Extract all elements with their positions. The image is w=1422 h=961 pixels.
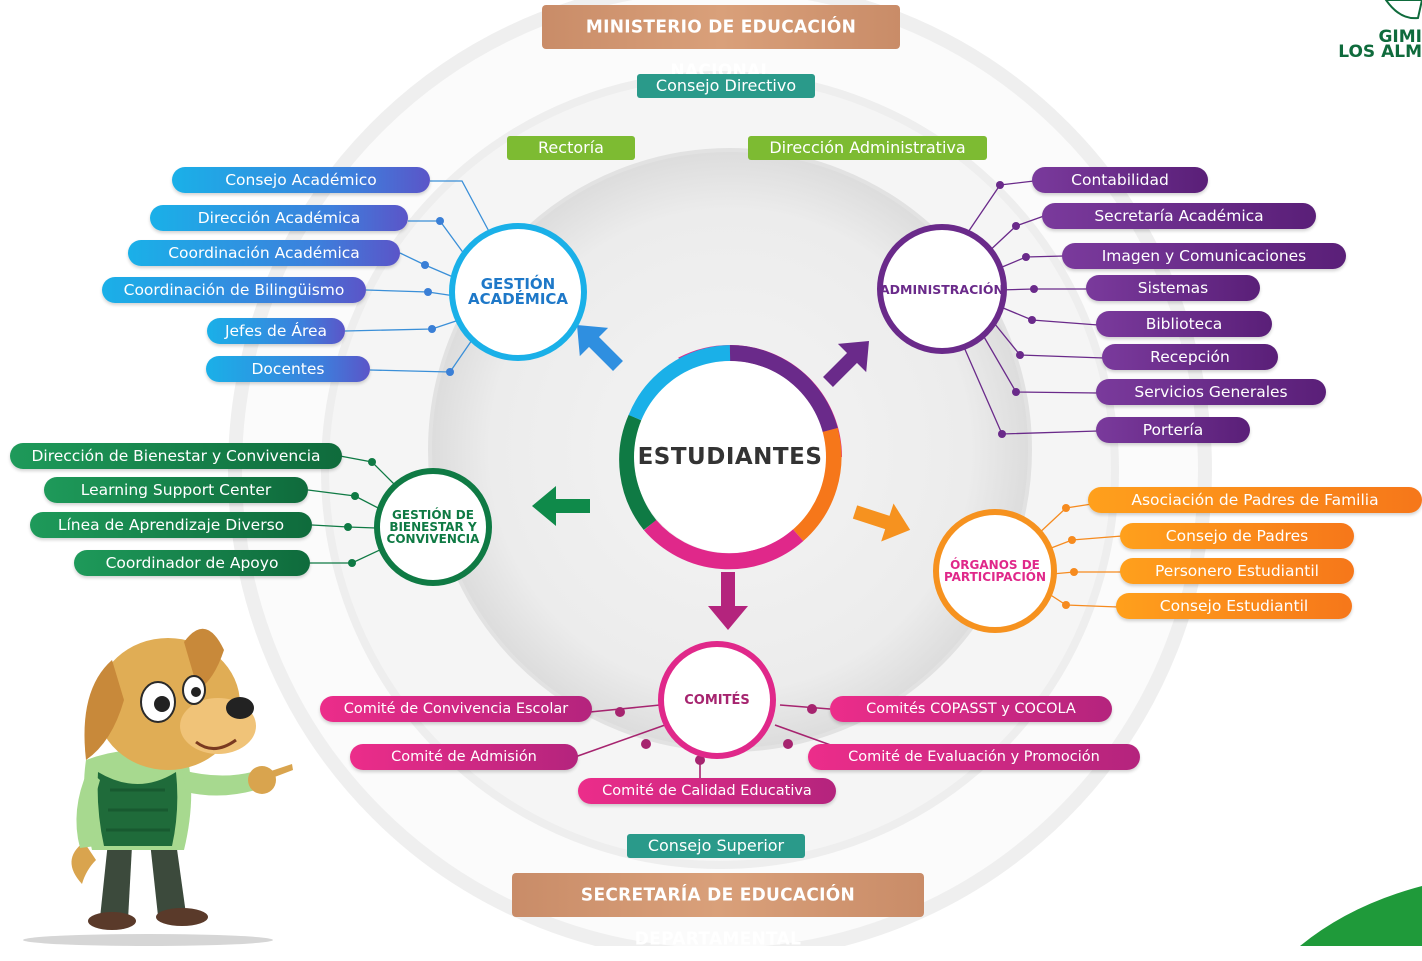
pill-comite-evaluacion: Comité de Evaluación y Promoción	[808, 744, 1140, 770]
pill-biblioteca: Biblioteca	[1096, 311, 1272, 337]
pill-linea-aprendizaje: Línea de Aprendizaje Diverso	[30, 512, 312, 538]
logo-line1: GIMI	[1378, 27, 1422, 47]
center-label: ESTUDIANTES	[637, 443, 823, 470]
hub-bienestar-label: GESTIÓN DE BIENESTAR Y CONVIVENCIA	[386, 508, 480, 546]
hub-ring-comites	[658, 641, 776, 759]
center-disc	[634, 361, 826, 553]
hub-organos-label: ÓRGANOS DE PARTICIPACIÓN	[943, 558, 1047, 584]
arrow-academica-icon	[576, 324, 623, 371]
hub-comites: COMITÉS	[664, 647, 770, 753]
hub-administracion-label: ADMINISTRACIÓN	[880, 281, 1004, 297]
consejo-superior-box: Consejo Superior	[627, 834, 805, 858]
pill-coordinador-apoyo: Coordinador de Apoyo	[74, 550, 310, 576]
arrow-administracion-icon	[823, 340, 870, 387]
pill-consejo-estudiantil: Consejo Estudiantil	[1116, 593, 1352, 619]
pill-direccion-bienestar: Dirección de Bienestar y Convivencia	[10, 443, 342, 469]
consejo-directivo-box: Consejo Directivo	[637, 74, 815, 98]
pill-consejo-academico: Consejo Académico	[172, 167, 430, 193]
hub-ring-academica	[449, 223, 587, 361]
hub-academica-label: GESTIÓN ACADÉMICA	[467, 275, 569, 308]
hub-ring-organos	[933, 509, 1057, 633]
pill-consejo-padres: Consejo de Padres	[1120, 523, 1354, 549]
pill-personero: Personero Estudiantil	[1120, 558, 1354, 584]
pill-comite-admision: Comité de Admisión	[350, 744, 578, 770]
hub-administracion: ADMINISTRACIÓN	[880, 232, 1004, 348]
pill-coordinacion-academica: Coordinación Académica	[128, 240, 400, 266]
center-estudiantes: ESTUDIANTES	[638, 377, 822, 537]
pill-sistemas: Sistemas	[1086, 275, 1260, 301]
center-ring	[618, 345, 842, 570]
pill-contabilidad: Contabilidad	[1032, 167, 1208, 193]
pill-comite-calidad: Comité de Calidad Educativa	[578, 778, 836, 804]
pill-imagen-comunicaciones: Imagen y Comunicaciones	[1062, 243, 1346, 269]
logo-line2: LOS ALM	[1338, 42, 1422, 62]
arrow-organos-icon	[852, 503, 911, 542]
corner-green-shape	[1300, 886, 1422, 946]
pill-porteria: Portería	[1096, 417, 1250, 443]
pill-coordinacion-bilinguismo: Coordinación de Bilingüismo	[102, 277, 366, 303]
hub-comites-label: COMITÉS	[684, 692, 750, 708]
hub-academica: GESTIÓN ACADÉMICA	[458, 232, 578, 352]
arrow-bienestar-icon	[532, 486, 590, 526]
hub-organos: ÓRGANOS DE PARTICIPACIÓN	[940, 516, 1050, 626]
pill-direccion-academica: Dirección Académica	[150, 205, 408, 231]
pill-servicios-generales: Servicios Generales	[1096, 379, 1326, 405]
pill-docentes: Docentes	[206, 356, 370, 382]
arrow-comites-icon	[708, 572, 748, 630]
rectoria-box: Rectoría	[507, 136, 635, 160]
pill-jefes-area: Jefes de Área	[207, 318, 345, 344]
hub-bienestar: GESTIÓN DE BIENESTAR Y CONVIVENCIA	[380, 474, 486, 580]
pill-secretaria-academica: Secretaría Académica	[1042, 203, 1316, 229]
pill-learning-support: Learning Support Center	[44, 477, 308, 503]
hub-ring-administracion	[877, 224, 1007, 354]
pill-recepcion: Recepción	[1102, 344, 1278, 370]
school-logo: GIMI LOS ALM	[1332, 0, 1422, 80]
pill-asociacion-padres: Asociación de Padres de Familia	[1088, 487, 1422, 513]
bottom-banner: SECRETARÍA DE EDUCACIÓN DEPARTAMENTAL	[512, 872, 924, 950]
logo-leaf-icon	[1384, 0, 1422, 20]
dog-mascot-illustration	[23, 628, 293, 946]
hub-ring-bienestar	[374, 468, 492, 586]
pill-comite-convivencia: Comité de Convivencia Escolar	[320, 696, 592, 722]
pill-comites-copasst: Comités COPASST y COCOLA	[830, 696, 1112, 722]
direccion-administrativa-box: Dirección Administrativa	[748, 136, 987, 160]
top-banner: MINISTERIO DE EDUCACIÓN NACIONAL	[542, 4, 900, 82]
